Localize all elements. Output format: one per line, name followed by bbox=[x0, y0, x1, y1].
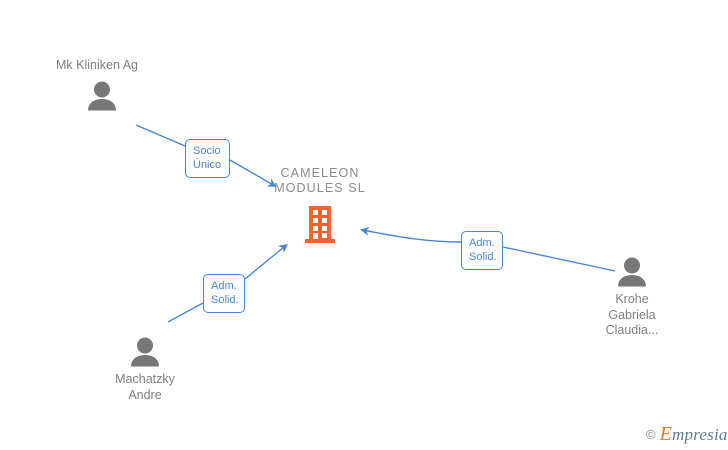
edge-adm-solid-right bbox=[360, 226, 616, 272]
person-icon bbox=[88, 81, 116, 110]
relation-label-adm-solid-left[interactable]: Adm. Solid. bbox=[203, 274, 245, 313]
watermark-brand-initial: E bbox=[659, 423, 673, 445]
company-node[interactable]: CAMELEON MODULES SL bbox=[250, 166, 390, 244]
edge-socio-unico bbox=[135, 124, 277, 188]
building-icon bbox=[305, 206, 335, 243]
watermark-brand-rest: mpresia bbox=[672, 425, 728, 444]
relation-label-adm-solid-right[interactable]: Adm. Solid. bbox=[461, 231, 503, 270]
person-node-krohe-gabriela-claudia[interactable]: Krohe Gabriela Claudia... bbox=[578, 256, 686, 339]
copyright-icon: © bbox=[646, 426, 656, 442]
person-icon bbox=[131, 337, 159, 367]
person-label: Mk Kliniken Ag bbox=[56, 58, 138, 72]
empresia-watermark: © Empresia bbox=[646, 423, 728, 445]
person-label: Krohe Gabriela Claudia... bbox=[605, 292, 659, 337]
watermark-brand: Empresia bbox=[659, 423, 728, 445]
person-node-machatzky-andre[interactable]: Machatzky Andre bbox=[85, 336, 205, 403]
person-node-mk-kliniken-ag[interactable]: Mk Kliniken Ag bbox=[20, 58, 190, 112]
person-icon bbox=[618, 257, 646, 287]
company-name-label: CAMELEON MODULES SL bbox=[274, 166, 366, 195]
person-label: Machatzky Andre bbox=[115, 372, 175, 402]
relation-label-socio-unico[interactable]: Socio Único bbox=[185, 139, 230, 178]
edge-adm-solid-left bbox=[167, 243, 288, 323]
